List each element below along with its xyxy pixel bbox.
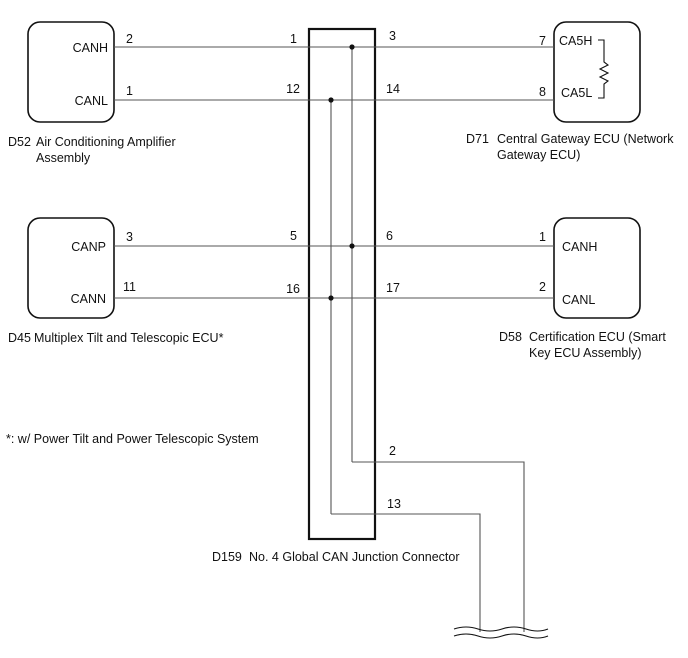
d45-pin-bottom-number: 11 [123,280,136,294]
junction-pin-number: 16 [286,282,300,296]
d52-pin-bottom-number: 1 [126,84,133,98]
d58-name-line1: Certification ECU (Smart [529,330,666,344]
d58-pin-bottom-label: CANL [562,293,595,307]
d71-pin-bottom-number: 8 [539,85,546,99]
d45-name-line1: Multiplex Tilt and Telescopic ECU* [34,331,224,345]
d52-code: D52 [8,135,31,149]
d45-pin-top-number: 3 [126,230,133,244]
d52-name-line1: Air Conditioning Amplifier [36,135,176,149]
wire-break-icon [453,626,549,632]
junction-name: No. 4 Global CAN Junction Connector [249,550,460,564]
junction-connector-box [307,27,377,541]
d45-pin-bottom-label: CANN [71,292,106,306]
d45-ecu-box [27,217,115,319]
junction-code: D159 [212,550,242,564]
d52-pin-top-label: CANH [73,41,108,55]
d45-code: D45 [8,331,31,345]
wire-pin-13-out [331,513,481,632]
d58-pin-top-number: 1 [539,230,546,244]
d52-ecu-box [27,21,115,123]
d71-code: D71 [466,132,489,146]
junction-pin-number: 13 [387,497,401,511]
junction-pin-number: 12 [286,82,300,96]
d52-pin-top-number: 2 [126,32,133,46]
splice-dot [349,44,355,50]
junction-pin-number: 5 [290,229,297,243]
d71-pin-top-number: 7 [539,34,546,48]
d58-code: D58 [499,330,522,344]
splice-dot [349,243,355,249]
wire-break-icon [453,633,549,639]
wire-pin-2-out [352,461,525,632]
d71-name-line1: Central Gateway ECU (Network [497,132,674,146]
d58-pin-top-label: CANH [562,240,597,254]
junction-pin-number: 2 [389,444,396,458]
d71-pin-bottom-label: CA5L [561,86,592,100]
d52-name-line2: Assembly [36,151,91,165]
d71-pin-top-label: CA5H [559,34,592,48]
d52-pin-bottom-label: CANL [75,94,108,108]
junction-pin-number: 14 [386,82,400,96]
d71-ecu-box [553,21,641,123]
d71-name-line2: Gateway ECU) [497,148,580,162]
junction-pin-number: 3 [389,29,396,43]
d58-name-line2: Key ECU Assembly) [529,346,642,360]
splice-dot [328,295,334,301]
splice-dot [328,97,334,103]
d45-pin-top-label: CANP [71,240,106,254]
junction-pin-number: 17 [386,281,400,295]
junction-pin-number: 6 [386,229,393,243]
d58-ecu-box [553,217,641,319]
terminating-resistor-icon [598,39,610,99]
footnote: *: w/ Power Tilt and Power Telescopic Sy… [6,432,259,446]
d58-pin-bottom-number: 2 [539,280,546,294]
junction-pin-number: 1 [290,32,297,46]
